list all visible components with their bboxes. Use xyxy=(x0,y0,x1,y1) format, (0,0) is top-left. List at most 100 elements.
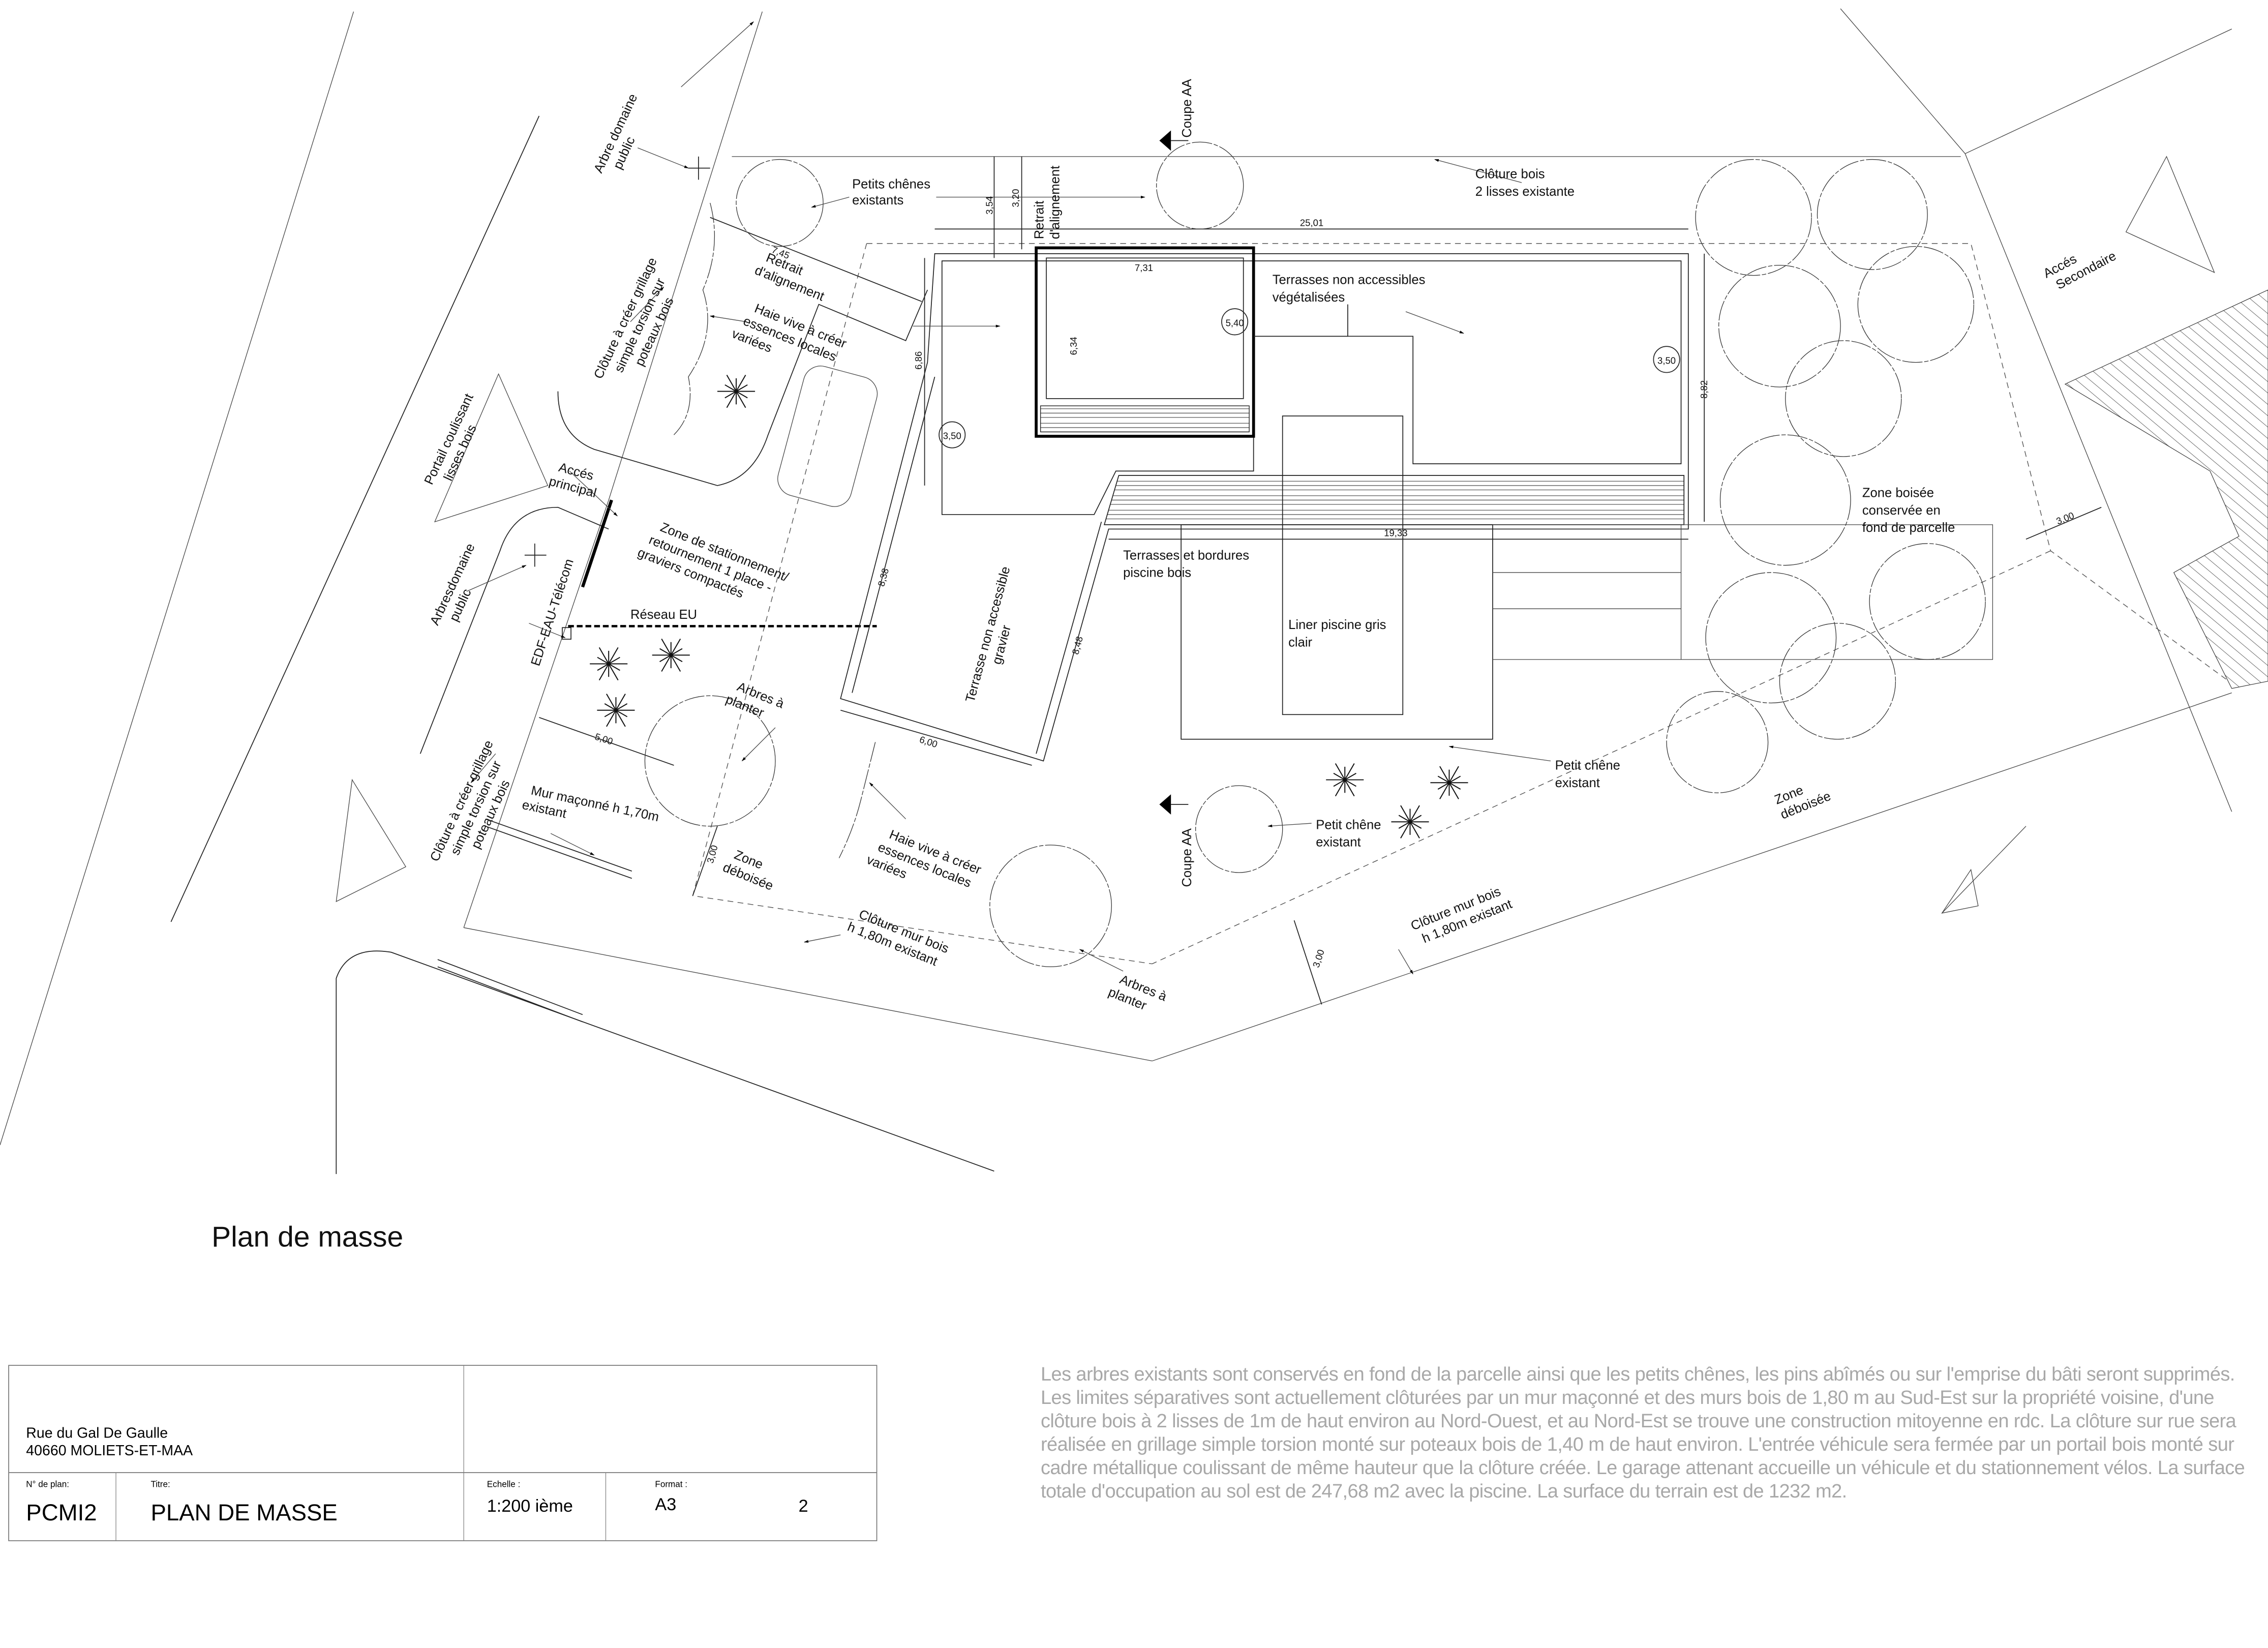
level-marker-350: 3,50 xyxy=(939,421,966,448)
palm-icon xyxy=(597,694,635,727)
tree-icon xyxy=(1156,141,1244,230)
label-coupe-aa: Coupe AA xyxy=(1180,78,1194,137)
plan-number: PCMI2 xyxy=(26,1500,97,1525)
label-acces-secondaire: AccésSecondaire xyxy=(2041,235,2119,295)
trees-group xyxy=(644,141,1986,967)
dim-text: 7,31 xyxy=(1135,262,1153,273)
palm-icon xyxy=(1326,763,1364,797)
label-cloture-mur-bois: Clôture mur boish 1,80m existant xyxy=(845,905,951,971)
house-footprint xyxy=(777,246,1993,762)
format-value: A3 xyxy=(655,1495,676,1514)
level-value: 3,50 xyxy=(1657,355,1676,366)
tree-icon xyxy=(1779,623,1896,740)
public-tree-cross-icon xyxy=(688,156,710,180)
label-cloture-grillage: Clôture à créer grillagesimple torsion s… xyxy=(428,738,525,877)
level-value: 3,50 xyxy=(943,431,961,441)
palm-icon xyxy=(652,638,690,672)
tree-icon xyxy=(1195,785,1283,873)
label-arbres-planter: Arbres àplanter xyxy=(1106,970,1169,1019)
dim-text: 6,00 xyxy=(918,734,939,750)
section-marker-icon xyxy=(1159,794,1189,815)
section-marker-icon xyxy=(1159,130,1189,151)
north-arrow-icon xyxy=(1941,826,2027,914)
site-notes: Les arbres existants sont conservés en f… xyxy=(1041,1364,2245,1502)
level-marker-540: 5,40 xyxy=(1221,308,1249,336)
walls-and-gate xyxy=(437,499,877,1023)
palm-icon xyxy=(590,647,628,681)
palm-icon xyxy=(1391,805,1429,838)
palm-icon xyxy=(717,375,755,408)
label-cloture-mur-bois: Clôture mur boish 1,80m existant xyxy=(1409,882,1514,948)
tree-icon xyxy=(1695,159,1812,276)
label-retrait-alignement: Retraitd'alignement xyxy=(752,248,832,304)
dim-text: 3,00 xyxy=(705,844,720,864)
label-haie-vive: Haie vive à créeressences localesvariées xyxy=(864,823,983,907)
access-triangle-icon xyxy=(2125,156,2215,274)
dim-text: 19,33 xyxy=(1384,528,1407,538)
label-arbres-domaine-public: Arbresdomainepublic xyxy=(428,542,492,635)
scale-value: 1:200 ième xyxy=(487,1496,573,1516)
label-portail-coulissant: Portail coulissantlisses bois xyxy=(422,392,491,494)
car-icon xyxy=(777,366,878,507)
label-arbres-planter: Arbres àplanter xyxy=(723,677,786,726)
dim-text: 3,54 xyxy=(984,196,995,215)
tree-icon xyxy=(644,695,776,827)
label-edf-eau-telecom: EDF-EAU-Télécom xyxy=(528,557,576,668)
level-value: 5,40 xyxy=(1226,317,1244,328)
dim-text: 8,82 xyxy=(1699,380,1709,399)
access-triangle-icon xyxy=(336,778,407,903)
address-street: Rue du Gal De Gaulle xyxy=(26,1425,168,1442)
dim-text: 3,20 xyxy=(1010,189,1021,207)
access-triangle-icon xyxy=(434,373,549,523)
label-reseau-eu: Réseau EU xyxy=(630,608,697,622)
palms-group xyxy=(590,375,1468,838)
label-zone-deboisee: Zonedéboisée xyxy=(721,846,781,893)
dim-text: 6,86 xyxy=(913,351,924,370)
label-mur-maconne: Mur maçonné h 1,70mexistant xyxy=(521,782,660,840)
palm-icon xyxy=(1430,766,1468,799)
tree-icon xyxy=(1719,434,1851,566)
dimension-texts: 3,54 3,20 25,01 7,45 7,31 6,34 6,86 8,82… xyxy=(593,189,2075,969)
public-tree-cross-icon xyxy=(524,543,547,567)
label-arbre-domaine-public: Arbre domainepublic xyxy=(591,92,655,182)
label-zone-stationnement: Zone de stationnement/retournement 1 pla… xyxy=(636,516,791,614)
plan-title: PLAN DE MASSE xyxy=(150,1500,337,1525)
tree-icon xyxy=(1817,159,1928,270)
tree-icon xyxy=(1869,543,1986,660)
label-acces-principal: Accésprincipal xyxy=(548,459,602,500)
dim-text: 3,00 xyxy=(2054,510,2075,527)
leader-arrows xyxy=(466,21,1551,975)
dim-text: 8,48 xyxy=(1070,635,1085,655)
street-lines xyxy=(0,8,2232,1174)
address-city: 40660 MOLIETS-ET-MAA xyxy=(26,1443,193,1459)
title-label: Titre: xyxy=(150,1480,170,1489)
neighbour-building-hatch xyxy=(2064,289,2268,689)
tree-icon xyxy=(1857,246,1974,363)
tree-icon xyxy=(989,845,1112,967)
label-coupe-aa: Coupe AA xyxy=(1180,828,1194,887)
hedge xyxy=(674,202,876,858)
tree-icon xyxy=(1666,691,1769,793)
tree-icon xyxy=(736,159,824,247)
tree-icon xyxy=(1718,264,1841,387)
level-marker-350: 3,50 xyxy=(1653,346,1680,373)
scale-label: Echelle : xyxy=(487,1480,521,1489)
drawing-title: Plan de masse xyxy=(211,1220,403,1253)
dim-text: 3,00 xyxy=(1311,948,1326,969)
plan-number-label: N° de plan: xyxy=(26,1480,69,1489)
dim-text: 5,00 xyxy=(593,731,614,747)
dim-text: 25,01 xyxy=(1300,218,1323,228)
label-terrasse-gravier: Terrasse non accessiblegravier xyxy=(963,565,1029,708)
sheet-number: 2 xyxy=(799,1496,808,1516)
dim-text: 8,38 xyxy=(875,567,891,587)
dimension-lines xyxy=(539,156,2102,1005)
